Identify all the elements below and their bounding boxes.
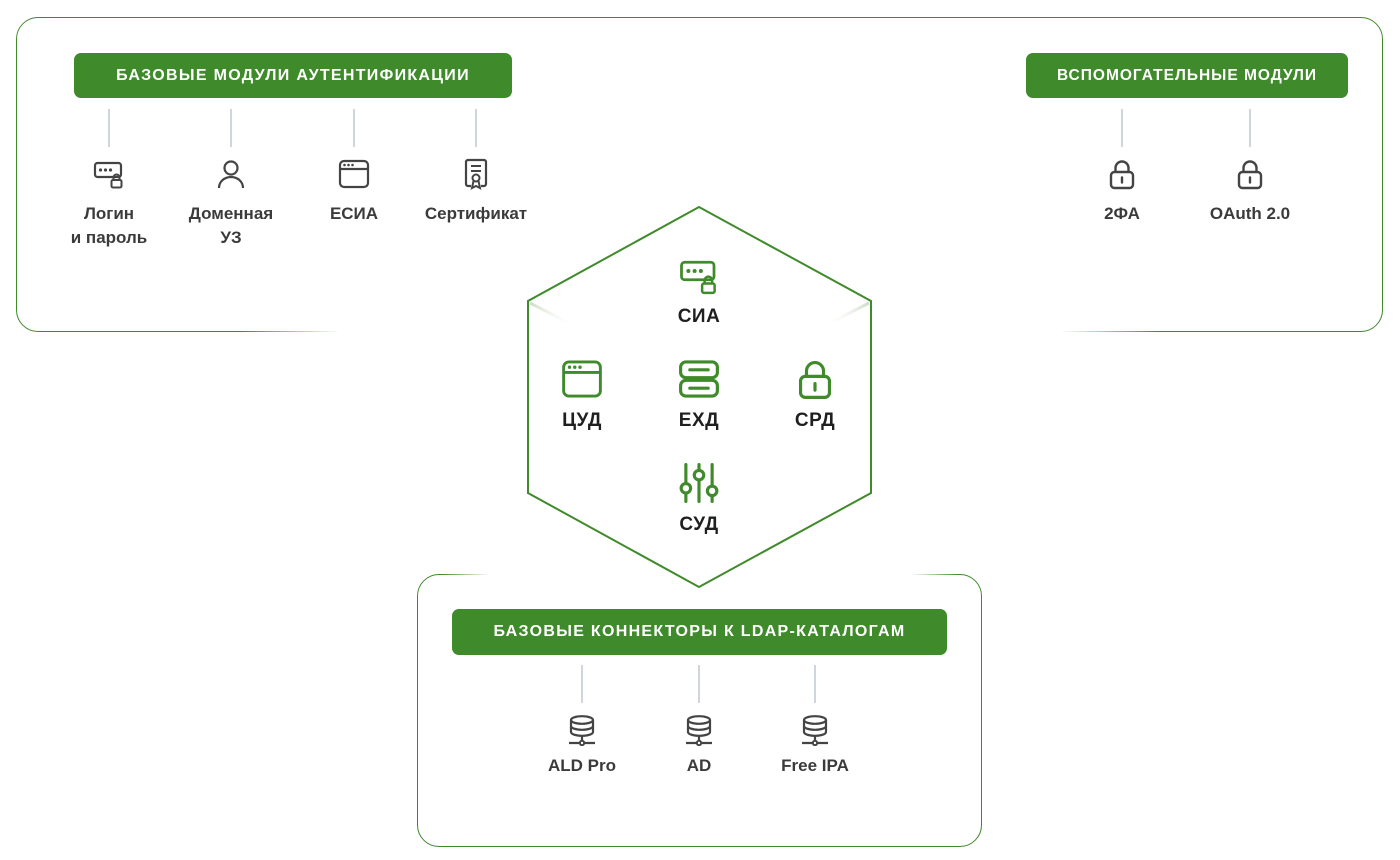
panel-fade-right	[1060, 329, 1160, 334]
core-sud: СУД	[644, 462, 754, 536]
core-cud: ЦУД	[527, 358, 637, 432]
password-lock-icon	[677, 256, 721, 296]
module-label: Доменная УЗ	[188, 204, 274, 247]
lock-icon	[1234, 158, 1266, 190]
browser-window-icon	[338, 158, 370, 190]
connector-line	[475, 109, 477, 147]
connector-label: Free IPA	[781, 756, 849, 775]
core-label: ЦУД	[562, 410, 602, 431]
core-ekhd: ЕХД	[644, 358, 754, 432]
module-label: OAuth 2.0	[1209, 204, 1291, 223]
password-lock-icon	[93, 158, 125, 190]
module-login-password: Логин и пароль	[44, 158, 174, 250]
lock-icon	[793, 358, 837, 400]
module-domain-account: Доменная УЗ	[166, 158, 296, 250]
core-label: СИА	[677, 306, 721, 327]
lock-icon	[1106, 158, 1138, 190]
module-label: ЕСИА	[329, 204, 379, 223]
connector-line	[230, 109, 232, 147]
panel-fade-left	[240, 329, 340, 334]
core-sia: СИА	[644, 256, 754, 328]
module-certificate: Сертификат	[411, 158, 541, 226]
sliders-icon	[677, 462, 721, 504]
connector-ad: AD	[634, 714, 764, 778]
user-icon	[215, 158, 247, 190]
ldap-connectors-header: БАЗОВЫЕ КОННЕКТОРЫ К LDAP-КАТАЛОГАМ	[452, 609, 947, 655]
connector-line	[108, 109, 110, 147]
core-label: ЕХД	[678, 410, 720, 431]
database-network-icon	[566, 714, 598, 746]
panel-bottom-fade-left	[440, 572, 490, 577]
connector-line	[581, 665, 583, 703]
database-network-icon	[683, 714, 715, 746]
connector-line	[698, 665, 700, 703]
storage-icon	[677, 358, 721, 400]
connector-ald-pro: ALD Pro	[517, 714, 647, 778]
core-label: СУД	[679, 514, 719, 535]
auth-modules-header: БАЗОВЫЕ МОДУЛИ АУТЕНТИФИКАЦИИ	[74, 53, 512, 98]
module-label: Сертификат	[424, 204, 528, 223]
core-srd: СРД	[760, 358, 870, 432]
module-label: Логин и пароль	[70, 204, 148, 247]
certificate-icon	[460, 158, 492, 190]
browser-window-icon	[560, 358, 604, 400]
connector-label: ALD Pro	[548, 756, 616, 775]
module-2fa: 2ФА	[1057, 158, 1187, 226]
aux-modules-header: ВСПОМОГАТЕЛЬНЫЕ МОДУЛИ	[1026, 53, 1348, 98]
connector-line	[1121, 109, 1123, 147]
module-label: 2ФА	[1104, 204, 1140, 223]
database-network-icon	[799, 714, 831, 746]
module-esia: ЕСИА	[289, 158, 419, 226]
module-oauth: OAuth 2.0	[1185, 158, 1315, 226]
connector-label: AD	[686, 756, 712, 775]
connector-line	[1249, 109, 1251, 147]
connector-line	[353, 109, 355, 147]
connector-line	[814, 665, 816, 703]
connector-free-ipa: Free IPA	[750, 714, 880, 778]
panel-bottom-fade-right	[910, 572, 960, 577]
core-label: СРД	[794, 410, 836, 431]
